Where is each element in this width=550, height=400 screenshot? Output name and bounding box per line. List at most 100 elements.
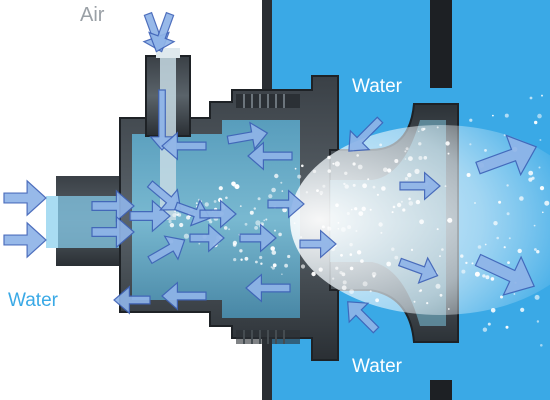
air-bubble-icon [492, 114, 494, 117]
air-bubble-icon [418, 156, 423, 160]
air-bubble-icon [349, 242, 353, 247]
air-bubble-icon [444, 185, 447, 188]
air-bubble-icon [485, 275, 490, 280]
air-bubble-icon [327, 226, 330, 229]
air-bubble-icon [503, 246, 506, 249]
water-top-label: Water [352, 76, 402, 97]
air-bubble-icon [544, 200, 550, 206]
air-bubble-icon [255, 260, 258, 264]
air-bubble-icon [347, 225, 352, 230]
air-bubble-icon [394, 159, 399, 163]
flow-arrow-icon [239, 223, 277, 253]
air-bubble-icon [339, 271, 343, 275]
flow-arrow-icon [161, 131, 207, 161]
air-bubble-icon [507, 261, 510, 264]
air-bubble-icon [415, 199, 421, 205]
air-bubble-icon [322, 184, 326, 188]
air-bubble-icon [268, 194, 273, 199]
air-bubble-icon [327, 155, 331, 160]
air-bubble-icon [270, 246, 276, 251]
air-bubble-icon [344, 171, 348, 175]
air-bubble-icon [341, 285, 347, 291]
flow-arrow-icon [299, 229, 337, 259]
flow-arrow-icon [173, 199, 211, 227]
flow-arrow-icon [399, 171, 441, 201]
air-bubble-icon [391, 247, 395, 251]
air-bubble-icon [513, 293, 516, 295]
flow-arrow-icon [129, 199, 171, 233]
air-bubble-icon [349, 266, 354, 271]
air-bubble-icon [344, 184, 349, 189]
flow-arrow-icon [91, 215, 135, 249]
air-bubble-icon [352, 162, 356, 166]
air-bubble-icon [327, 169, 332, 173]
air-bubble-icon [482, 274, 486, 278]
air-bubble-icon [253, 207, 256, 210]
flow-arrows [3, 11, 538, 334]
flow-arrow-icon [348, 116, 384, 152]
air-bubble-icon [376, 193, 379, 196]
air-bubble-icon [356, 250, 362, 255]
flow-arrow-icon [146, 180, 182, 211]
air-bubble-icon [263, 219, 266, 222]
flow-arrow-icon [267, 189, 305, 219]
air-bubble-icon [542, 211, 544, 214]
air-intake-cap [156, 48, 180, 58]
air-bubble-icon [386, 261, 392, 267]
flow-arrow-icon [147, 235, 186, 265]
air-bubble-icon [294, 167, 297, 170]
air-bubble-icon [436, 228, 439, 231]
air-label: Air [80, 4, 105, 26]
air-bubble-icon [506, 184, 509, 187]
inlet-opening [46, 196, 58, 248]
air-bubble-icon [244, 222, 248, 226]
air-bubble-icon [477, 245, 482, 249]
air-bubble-icon [534, 120, 538, 125]
air-bubble-icon [360, 259, 364, 263]
air-bubble-icon [278, 232, 282, 237]
tank-wall-slot-top [430, 0, 452, 88]
air-bubble-icon [271, 250, 277, 255]
air-bubble-icon [305, 191, 309, 194]
air-bubble-icon [528, 170, 534, 176]
water-bottom-label: Water [352, 356, 402, 377]
air-bubble-icon [239, 205, 242, 208]
air-bubble-icon [405, 147, 409, 151]
air-bubble-icon [259, 255, 263, 260]
air-bubble-icon [408, 156, 413, 162]
flow-arrow-icon [199, 199, 237, 229]
air-bubble-icon [341, 272, 346, 277]
air-bubble-icon [413, 300, 416, 303]
air-bubble-icon [342, 280, 347, 285]
air-bubble-icon [234, 184, 240, 190]
air-bubble-icon [280, 181, 283, 184]
air-bubble-icon [508, 237, 511, 240]
air-bubble-icon [287, 254, 291, 259]
air-bubble-icon [218, 186, 223, 191]
air-bubble-icon [274, 229, 276, 232]
air-bubble-icon [356, 154, 360, 157]
air-bubble-icon [439, 255, 441, 257]
flow-arrow-icon [148, 11, 176, 53]
air-bubble-icon [490, 277, 495, 281]
air-bubble-icon [367, 178, 370, 181]
air-bubble-icon [379, 143, 383, 147]
air-bubble-icon [319, 190, 324, 195]
air-bubble-icon [528, 177, 533, 182]
air-bubble-icon [400, 200, 403, 203]
air-bubble-icon [418, 289, 422, 293]
air-bubble-icon [257, 197, 261, 201]
flow-arrow-icon [149, 89, 175, 151]
threaded-collar-bottom [236, 330, 300, 344]
air-bubble-icon [435, 283, 441, 289]
air-bubble-icon [239, 249, 243, 253]
air-bubble-icon [469, 143, 472, 146]
air-bubble-icon [500, 295, 503, 299]
air-bubble-icon [369, 290, 372, 293]
air-bubble-icon [361, 206, 366, 211]
air-bubble-icon [265, 218, 268, 221]
air-bubble-icon [198, 242, 201, 245]
air-bubble-icon [183, 233, 189, 239]
air-bubble-icon [404, 158, 407, 160]
